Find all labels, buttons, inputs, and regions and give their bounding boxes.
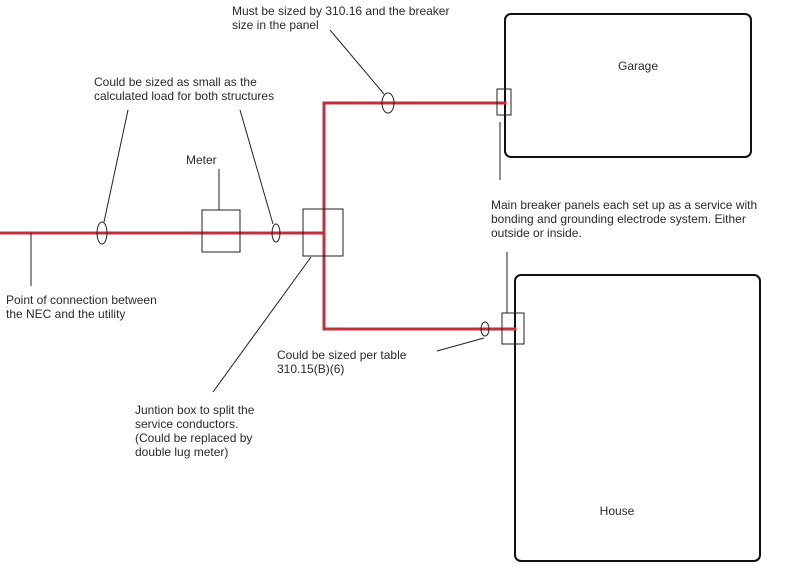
junction-box-note-line-3: (Could be replaced by	[135, 431, 253, 445]
point-of-connection-note-line-1: Point of connection between	[6, 293, 157, 307]
garage-feeder-marker	[381, 92, 395, 114]
house-conductor-note-line-2: 310.15(B)(6)	[277, 362, 345, 376]
meter-label: Meter	[186, 153, 217, 167]
house-feeder-marker	[480, 321, 490, 337]
garage-panel-box	[496, 88, 512, 116]
point-of-connection-note: Point of connection between the NEC and …	[6, 293, 157, 321]
service-conductor-marker	[96, 221, 108, 245]
leader-junction-box	[212, 256, 312, 393]
house-label: House	[599, 504, 635, 518]
junction-box-note-line-1: Juntion box to split the	[135, 403, 255, 417]
house-conductor-note: Could be sized per table 310.15(B)(6)	[277, 348, 406, 376]
service-conductor-note-line-2: calculated load for both structures	[94, 89, 275, 103]
house-panel-box	[501, 312, 525, 345]
junction-box-note-line-2: service conductors.	[135, 417, 239, 431]
main-breaker-note-line-2: bonding and grounding electrode system. …	[491, 212, 746, 226]
leader-house-conductor	[436, 337, 485, 352]
leader-top-conductor	[329, 29, 385, 95]
service-conductor-note-line-1: Could be sized as small as the	[94, 75, 257, 89]
leader-lines	[30, 29, 508, 393]
house-conductor-note-line-1: Could be sized per table	[277, 348, 407, 362]
meter-to-junction-marker	[271, 223, 281, 243]
main-breaker-note: Main breaker panels each set up as a ser…	[491, 198, 757, 240]
top-conductor-note-line-1: Must be sized by 310.16 and the breaker	[232, 4, 450, 18]
junction-box-note: Juntion box to split the service conduct…	[135, 403, 254, 459]
conductors	[0, 101, 517, 331]
leader-service-right	[239, 109, 274, 225]
garage-label: Garage	[617, 59, 659, 73]
top-conductor-note: Must be sized by 310.16 and the breaker …	[232, 4, 449, 32]
house-outline	[514, 274, 761, 562]
garage-outline	[504, 13, 752, 158]
main-breaker-note-line-3: outside or inside.	[491, 226, 582, 240]
point-of-connection-note-line-2: the NEC and the utility	[6, 307, 126, 321]
meter-box	[201, 209, 241, 253]
junction-box-note-line-4: double lug meter)	[135, 445, 229, 459]
main-breaker-note-line-1: Main breaker panels each set up as a ser…	[491, 198, 758, 212]
top-conductor-note-line-2: size in the panel	[232, 18, 319, 32]
junction-box	[302, 208, 344, 257]
leader-service-left	[103, 109, 129, 223]
service-conductor-note: Could be sized as small as the calculate…	[94, 75, 274, 103]
